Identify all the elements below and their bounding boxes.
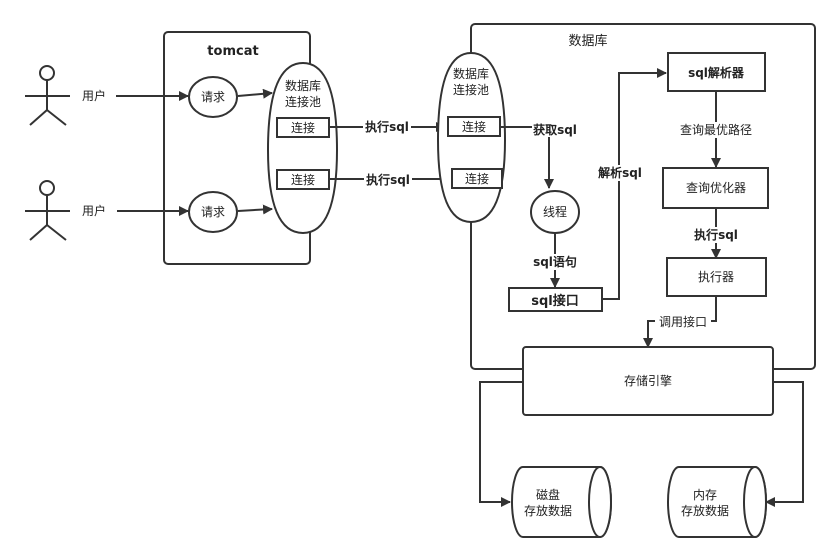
edge-label-call-interface: 调用接口	[659, 314, 707, 329]
edge-label-exec-sql-1: 执行sql	[365, 119, 409, 134]
edge-label-best-path: 查询最优路径	[680, 122, 752, 137]
request-node-2[interactable]	[188, 191, 238, 233]
tomcat-connection-label-1: 连接	[291, 120, 315, 135]
executor-label: 执行器	[698, 270, 734, 284]
user-actor-1	[25, 65, 70, 126]
user-label-1: 用户	[82, 88, 106, 103]
disk-label-1: 磁盘	[536, 487, 560, 502]
query-optimizer-box[interactable]	[662, 167, 769, 209]
memory-label-2: 存放数据	[681, 503, 729, 518]
edge-request1-pool	[237, 88, 273, 99]
db-connection-label-2: 连接	[465, 171, 489, 186]
edge-label-sql-statement: sql语句	[533, 254, 577, 269]
sql-parser-label: sql解析器	[688, 65, 745, 80]
database-title: 数据库	[568, 33, 607, 49]
request-label-1: 请求	[201, 90, 225, 104]
executor-box[interactable]	[666, 257, 767, 297]
tomcat-pool-title-1: 数据库	[285, 78, 321, 93]
edge-engine-disk	[479, 381, 523, 507]
memory-label-1: 内存	[693, 488, 717, 502]
edge-label-fetch-sql: 获取sql	[532, 122, 577, 137]
sql-interface-label: sql接口	[531, 293, 579, 309]
memory-storage[interactable]	[667, 466, 767, 538]
tomcat-connection-pool[interactable]	[266, 61, 339, 235]
disk-storage[interactable]	[511, 466, 612, 538]
edge-label-parse-sql: 解析sql	[598, 165, 642, 180]
db-pool-title-2: 连接池	[453, 82, 489, 97]
thread-label: 线程	[543, 204, 567, 219]
edge-label-exec-sql-2: 执行sql	[366, 172, 410, 187]
db-pool-title-1: 数据库	[453, 66, 489, 81]
db-connection-2[interactable]	[451, 168, 503, 189]
tomcat-pool-title-2: 连接池	[285, 94, 321, 109]
request-node-1[interactable]	[188, 76, 238, 118]
storage-engine-label: 存储引擎	[624, 373, 672, 388]
disk-label-2: 存放数据	[524, 503, 572, 518]
query-optimizer-label: 查询优化器	[686, 181, 746, 195]
edge-label-exec-sql-3: 执行sql	[694, 227, 738, 242]
edge-parse-sql	[602, 68, 667, 300]
db-connection-label-1: 连接	[462, 119, 486, 134]
user-actor-2	[25, 180, 70, 241]
edge-engine-memory	[765, 381, 804, 507]
tomcat-connection-label-2: 连接	[291, 172, 315, 187]
edge-request2-pool	[237, 204, 273, 215]
user-label-2: 用户	[82, 203, 106, 218]
sql-parser-box[interactable]	[667, 52, 766, 92]
request-label-2: 请求	[201, 205, 225, 219]
tomcat-title: tomcat	[207, 44, 258, 59]
